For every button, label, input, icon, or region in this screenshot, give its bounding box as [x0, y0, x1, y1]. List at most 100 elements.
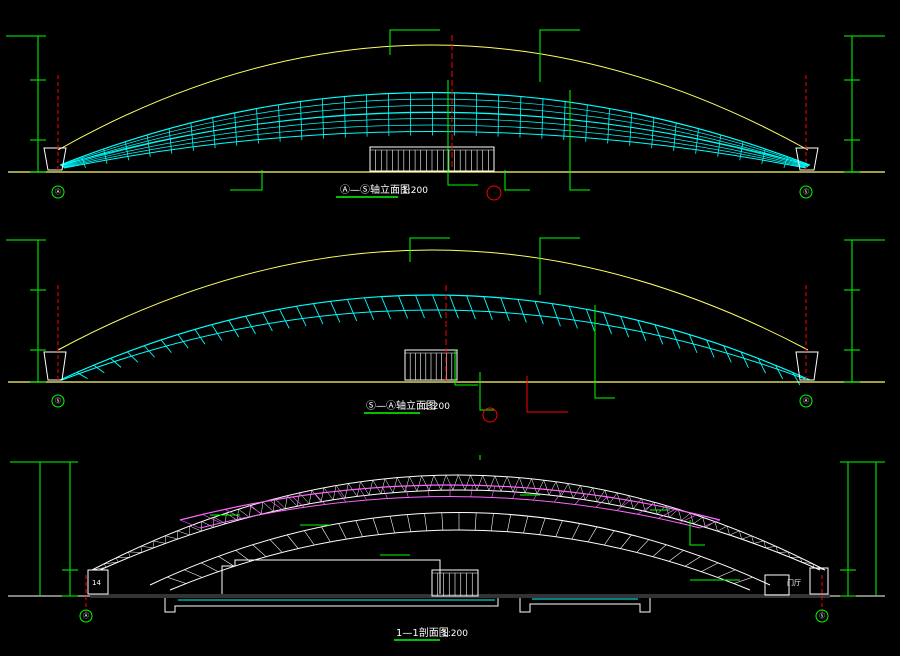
structure-line: [338, 523, 347, 540]
grid-label-left: Ⓢ: [55, 397, 61, 405]
structure-line: [702, 517, 706, 528]
structure-line: [433, 475, 442, 491]
right-end-wall: [809, 567, 829, 595]
structure-line: [651, 117, 655, 149]
structure-line: [637, 320, 647, 341]
leader-lines: [409, 237, 615, 411]
structure-line: [470, 475, 478, 491]
structure-line: [470, 485, 473, 497]
structure-line: [464, 475, 471, 491]
structure-line: [160, 339, 172, 353]
structure-line: [714, 521, 718, 532]
structure-line: [382, 487, 388, 499]
structure-line: [763, 540, 766, 548]
structure-line: [346, 299, 358, 322]
structure-line: [681, 512, 691, 521]
structure-line: [177, 530, 190, 536]
structure-line: [235, 550, 251, 562]
structure-line: [641, 498, 646, 512]
structure-line: [262, 501, 274, 512]
structure-line: [585, 104, 588, 142]
structure-line: [812, 563, 815, 568]
structure-line: [491, 485, 496, 498]
dimension-left: [6, 239, 46, 383]
structure-line: [695, 128, 699, 154]
structure-line: [629, 112, 633, 146]
structure-curve: [63, 124, 807, 168]
section-mark-bubble: [486, 185, 502, 201]
structure-line: [245, 316, 256, 335]
grid-bubble-right: [799, 185, 813, 199]
structure-curve: [60, 98, 810, 166]
section-1-1: 14 门厅: [8, 455, 885, 641]
structure-line: [274, 498, 286, 509]
structure-line: [300, 101, 303, 141]
grid-bubble-left: [51, 185, 65, 199]
structure-line: [753, 540, 764, 544]
structure-line: [299, 492, 310, 505]
section-cut-mark: [526, 376, 568, 413]
structure-line: [190, 122, 194, 151]
structure-line: [152, 540, 166, 544]
structure-line: [519, 96, 522, 138]
truss-band-outer: [179, 484, 721, 521]
structure-line: [587, 526, 598, 543]
structure-line: [490, 513, 494, 531]
structure-line: [332, 485, 337, 500]
drawing-scale: 1:200: [402, 186, 428, 196]
dimension-right: [844, 239, 885, 383]
structure-line: [392, 477, 398, 493]
roof-inner-curve: [61, 309, 809, 381]
drawing-scale: 1:200: [442, 629, 468, 639]
structure-line: [116, 556, 130, 559]
leader-lines: [230, 29, 590, 191]
structure-line: [788, 551, 791, 558]
structure-line: [262, 312, 273, 332]
dimension-right: [840, 461, 885, 597]
elevation-2: Ⓢ Ⓐ Ⓢ—Ⓐ轴立面图 1:200: [6, 237, 885, 423]
structure-line: [677, 509, 682, 521]
structure-line: [304, 530, 315, 546]
structure-line: [706, 339, 715, 358]
structure-line: [620, 534, 632, 549]
drawing-title: Ⓢ—Ⓐ轴立面图: [366, 399, 436, 412]
inner-shell-curve: [149, 512, 771, 586]
structure-line: [314, 493, 326, 505]
structure-line: [733, 576, 753, 584]
grid-label-right: Ⓢ: [803, 188, 809, 196]
left-pier: [43, 351, 67, 381]
structure-line: [234, 112, 238, 146]
roof-rib-grid: [60, 92, 810, 168]
structure-line: [359, 488, 367, 501]
structure-line: [449, 295, 459, 319]
structure-line: [428, 475, 435, 491]
structure-line: [740, 351, 749, 368]
structure-line: [389, 516, 395, 534]
structure-line: [452, 474, 459, 491]
structure-line: [322, 98, 324, 139]
structure-line: [633, 498, 642, 509]
truss-band-inner: [199, 496, 701, 529]
outer-envelope-arc: [57, 44, 809, 151]
structure-line: [543, 480, 550, 496]
structure-line: [337, 490, 347, 503]
structure-curve: [61, 111, 809, 167]
structure-line: [441, 512, 444, 531]
structure-line: [366, 94, 368, 137]
structure-line: [653, 501, 658, 515]
structure-line: [432, 294, 442, 319]
structure-line: [506, 476, 514, 492]
structure-line: [519, 477, 526, 493]
structure-line: [555, 520, 563, 537]
structure-line: [783, 156, 789, 168]
drawing-title: Ⓐ—Ⓢ轴立面图: [340, 183, 410, 196]
structure-line: [567, 483, 574, 499]
structure-line: [177, 334, 189, 349]
structure-line: [684, 556, 701, 567]
structure-line: [424, 513, 428, 531]
structure-line: [344, 483, 349, 499]
structure-line: [603, 312, 612, 335]
pool-basin: [164, 596, 499, 613]
structure-line: [671, 329, 681, 349]
section-mark-bubble: [482, 407, 498, 423]
